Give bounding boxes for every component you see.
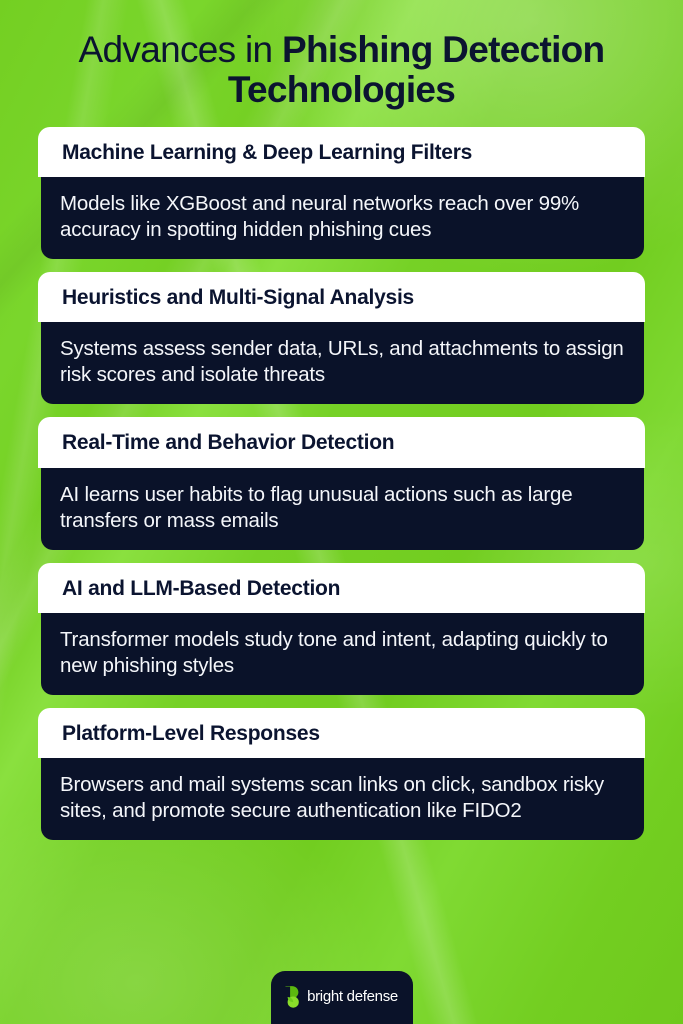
page-title-bold-part: Phishing Detection Technologies: [227, 29, 605, 110]
card-body-text: Models like XGBoost and neural networks …: [41, 177, 644, 260]
card-heading: Heuristics and Multi-Signal Analysis: [38, 272, 645, 323]
card-ai-llm: AI and LLM-Based Detection Transformer m…: [38, 562, 645, 695]
brand-name: bright defense: [307, 988, 398, 1005]
card-heading: Machine Learning & Deep Learning Filters: [38, 126, 645, 178]
card-heading: Platform-Level Responses: [38, 707, 645, 759]
card-heading: Real-Time and Behavior Detection: [38, 417, 645, 468]
card-heading: AI and LLM-Based Detection: [38, 562, 645, 613]
cards-list: Machine Learning & Deep Learning Filters…: [0, 126, 683, 841]
page-title-light-part: Advances in: [78, 29, 282, 70]
bright-defense-b-mark-icon: [285, 985, 299, 1008]
brand-logo-badge: bright defense: [270, 971, 413, 1024]
card-machine-learning: Machine Learning & Deep Learning Filters…: [38, 126, 645, 260]
title-section: Advances in Phishing Detection Technolog…: [0, 0, 683, 110]
card-body-text: Systems assess sender data, URLs, and at…: [41, 322, 644, 405]
footer: bright defense: [0, 971, 683, 1024]
card-platform-level: Platform-Level Responses Browsers and ma…: [38, 707, 645, 841]
card-body-text: AI learns user habits to flag unusual ac…: [41, 467, 644, 550]
page-title: Advances in Phishing Detection Technolog…: [40, 30, 643, 110]
card-heuristics: Heuristics and Multi-Signal Analysis Sys…: [38, 272, 645, 405]
card-real-time-behavior: Real-Time and Behavior Detection AI lear…: [38, 417, 645, 550]
card-body-text: Browsers and mail systems scan links on …: [41, 758, 644, 841]
card-body-text: Transformer models study tone and intent…: [41, 612, 644, 695]
